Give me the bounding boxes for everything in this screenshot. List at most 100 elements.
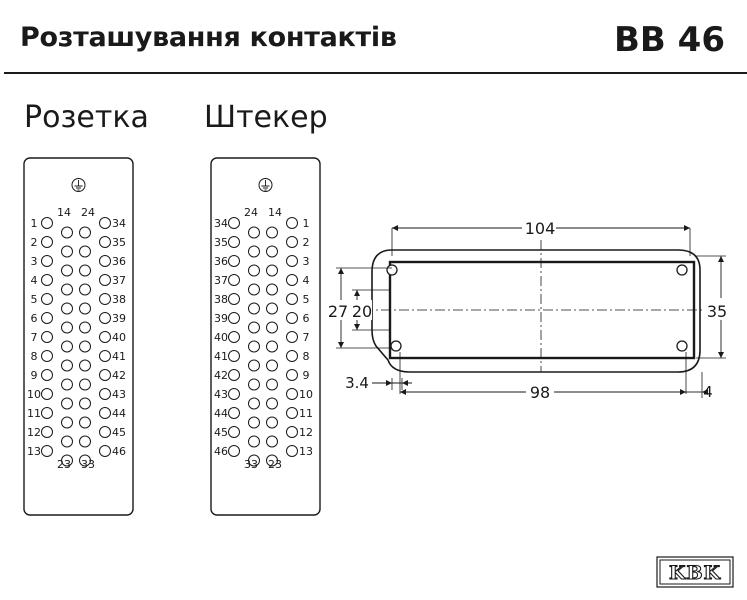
- pin-label-right: 3: [303, 255, 310, 268]
- contact-pin: [286, 445, 298, 457]
- contact-pin: [266, 226, 278, 239]
- pin-label-left: 11: [27, 407, 41, 420]
- contact-pin: [228, 293, 240, 305]
- dim-arrow: [338, 342, 344, 348]
- contact-pin: [41, 407, 53, 419]
- contact-pin: [99, 369, 111, 381]
- label-bg: [326, 300, 372, 320]
- pin-label-bottom: 33: [244, 458, 258, 471]
- contact-pin: [248, 359, 260, 372]
- contact-pin: [79, 321, 91, 334]
- pin-label-left: 44: [214, 407, 228, 420]
- contact-pin: [228, 217, 240, 229]
- contact-pin: [266, 321, 278, 334]
- pin-label-right: 37: [112, 274, 126, 287]
- contact-pin: [99, 236, 111, 248]
- contact-pin: [266, 454, 278, 467]
- pin-label-bottom: 33: [81, 458, 95, 471]
- contact-pin: [266, 378, 278, 391]
- dim-arrow: [684, 225, 690, 231]
- contact-pin: [79, 397, 91, 410]
- contact-pin: [228, 236, 240, 248]
- contact-pin: [228, 369, 240, 381]
- contact-pin: [61, 302, 73, 315]
- pin-label-right: 41: [112, 350, 126, 363]
- contact-pin: [79, 340, 91, 353]
- contact-pin: [41, 350, 53, 362]
- pin-label-right: 42: [112, 369, 126, 382]
- plug-title: Штекер: [204, 100, 328, 135]
- contact-pin: [286, 331, 298, 343]
- dim-arrow: [400, 389, 406, 395]
- socket-title: Розетка: [24, 100, 149, 135]
- contact-pin: [228, 255, 240, 267]
- earth-icon-mark: [74, 180, 83, 191]
- contact-pin: [41, 255, 53, 267]
- pin-label-right: 45: [112, 426, 126, 439]
- label-bg: [704, 298, 732, 320]
- pin-label-right: 43: [112, 388, 126, 401]
- contact-pin: [228, 274, 240, 286]
- contact-pin: [99, 331, 111, 343]
- pin-label-top: 24: [81, 206, 95, 219]
- contact-pin: [99, 445, 111, 457]
- contact-pin: [99, 407, 111, 419]
- contact-pin: [266, 302, 278, 315]
- pin-label-bottom: 23: [268, 458, 282, 471]
- contact-pin: [286, 407, 298, 419]
- dim-arrow: [354, 324, 360, 330]
- pin-label-left: 41: [214, 350, 228, 363]
- pin-label-right: 9: [303, 369, 310, 382]
- pin-label-left: 35: [214, 236, 228, 249]
- contact-pin: [61, 435, 73, 448]
- kbk-logo: KBK: [656, 556, 734, 588]
- pin-label-right: 6: [303, 312, 310, 325]
- mounting-hole: [676, 340, 688, 352]
- contact-pin: [41, 236, 53, 248]
- pin-label-left: 7: [31, 331, 38, 344]
- dim-label-4: 4: [703, 383, 713, 401]
- contact-pin: [61, 321, 73, 334]
- dim-label-27: 27: [328, 302, 348, 321]
- dim-arrow: [680, 389, 686, 395]
- contact-pin: [79, 245, 91, 258]
- contact-pin: [248, 302, 260, 315]
- contact-pin: [248, 283, 260, 296]
- pin-label-right: 1: [303, 217, 310, 230]
- pin-label-left: 46: [214, 445, 228, 458]
- pin-label-left: 39: [214, 312, 228, 325]
- contact-pin: [228, 331, 240, 343]
- pin-label-left: 45: [214, 426, 228, 439]
- contact-pin: [266, 435, 278, 448]
- mounting-hole: [386, 264, 398, 276]
- contact-pin: [61, 397, 73, 410]
- contact-pin: [228, 407, 240, 419]
- contact-pin: [61, 245, 73, 258]
- contact-pin: [79, 283, 91, 296]
- contact-pin: [286, 217, 298, 229]
- pin-label-right: 8: [303, 350, 310, 363]
- page-title: Розташування контактів: [20, 22, 397, 53]
- contact-pin: [79, 416, 91, 429]
- dim-label-98: 98: [530, 383, 550, 402]
- contact-pin: [286, 274, 298, 286]
- contact-pin: [79, 435, 91, 448]
- contact-pin: [286, 312, 298, 324]
- earth-icon: [258, 178, 273, 192]
- contact-pin: [79, 378, 91, 391]
- pin-label-right: 2: [303, 236, 310, 249]
- pin-label-right: 13: [299, 445, 313, 458]
- dim-label-3-4: 3.4: [345, 374, 369, 392]
- pin-label-left: 9: [31, 369, 38, 382]
- flange-outline: [371, 249, 701, 373]
- contact-pin: [61, 378, 73, 391]
- pin-label-right: 40: [112, 331, 126, 344]
- label-bg: [522, 218, 556, 236]
- dim-arrow: [392, 225, 398, 231]
- pin-label-right: 7: [303, 331, 310, 344]
- pin-label-right: 35: [112, 236, 126, 249]
- contact-pin: [266, 359, 278, 372]
- contact-pin: [248, 226, 260, 239]
- contact-pin: [99, 293, 111, 305]
